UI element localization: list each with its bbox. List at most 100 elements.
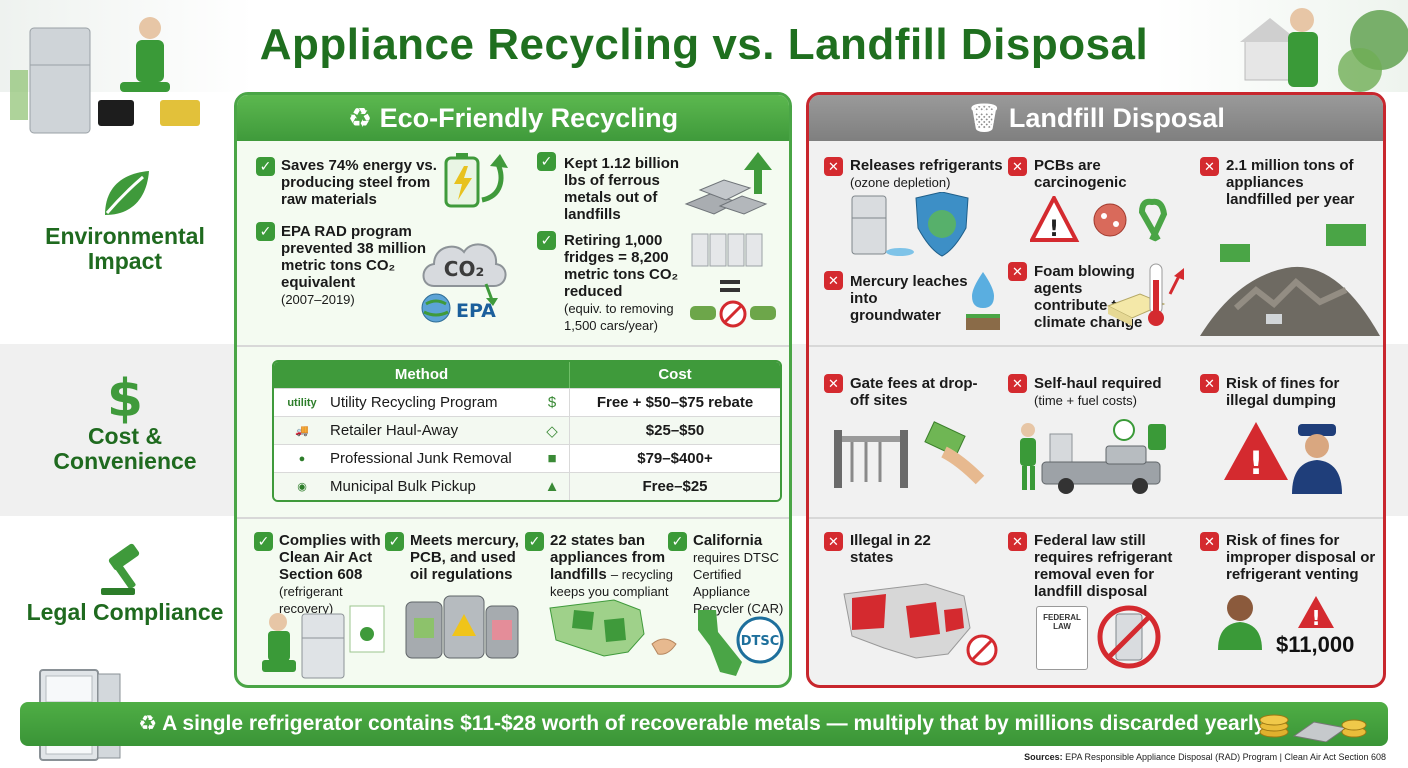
x-icon: ✕: [1008, 374, 1027, 393]
warning-virus-ribbon-icon: !: [1030, 196, 1168, 242]
dollar-icon: $: [107, 369, 143, 426]
battery-energy-icon: [444, 153, 508, 208]
money-bag-icon: $: [547, 394, 557, 411]
method-cost: $79–$400+: [637, 450, 713, 467]
landfill-cost-fact: Gate fees at drop-off sites: [850, 375, 978, 409]
federal-law-document: FEDERAL LAW: [1036, 606, 1088, 670]
sources-text: EPA Responsible Appliance Disposal (RAD)…: [1065, 752, 1386, 762]
no-fridge-icon: [1097, 605, 1161, 669]
technician-fridge-illustration: [10, 17, 200, 134]
recycling-header: ♻ Eco-Friendly Recycling: [237, 95, 789, 141]
cost-table: Method Cost utility Utility Recycling Pr…: [272, 360, 782, 502]
fact-sub: (ozone depletion): [850, 175, 951, 190]
table-row: utility Utility Recycling Program $ Free…: [274, 388, 780, 416]
steel-ingots-icon: [684, 152, 772, 215]
category-cost: Cost & Convenience: [53, 423, 197, 474]
divider: [809, 345, 1383, 347]
footer-text: A single refrigerator contains $11-$28 w…: [162, 712, 1270, 735]
gate-fee-icon: [834, 421, 985, 488]
truck-icon: 🚚: [295, 425, 309, 437]
method-cost: $25–$50: [645, 422, 705, 439]
city-seal-icon: ◉: [297, 481, 307, 493]
table-header: Method Cost: [274, 362, 780, 388]
svg-text:$: $: [107, 369, 143, 426]
method-name: Retailer Haul-Away: [330, 422, 459, 439]
us-map-handshake-icon: [549, 599, 677, 657]
utility-logo-icon: utility: [287, 396, 317, 409]
table-header-method: Method: [274, 362, 570, 388]
svg-text:!: !: [1049, 217, 1059, 242]
landfill-env-fact: Foam blowing agents contribute to climat…: [1034, 263, 1143, 331]
recycling-legal-fact: Meets mercury, PCB, and used oil regulat…: [410, 532, 519, 583]
method-cost: Free + $50–$75 rebate: [596, 394, 754, 411]
fact-main: Retiring 1,000 fridges = 8,200 metric to…: [564, 232, 679, 300]
landfill-cost-fact: Self-haul required (time + fuel costs): [1034, 375, 1184, 409]
recycling-env-fact: Retiring 1,000 fridges = 8,200 metric to…: [564, 232, 686, 334]
fridges-equals-cars-icon: [690, 233, 776, 328]
check-icon: ✓: [256, 157, 275, 176]
epa-label: EPA: [456, 300, 496, 322]
table-header-cost: Cost: [658, 366, 692, 383]
method-name: Professional Junk Removal: [330, 450, 512, 467]
landfill-env-fact: Releases refrigerants (ozone depletion): [850, 157, 1010, 191]
recycling-env-fact: Saves 74% energy vs. producing steel fro…: [281, 157, 437, 208]
warning-police-icon: !: [1224, 422, 1342, 494]
epa-logo-icon: EPA: [421, 293, 496, 323]
landfill-header: 🗑 Landfill Disposal: [809, 95, 1383, 141]
check-icon: ✓: [256, 222, 275, 241]
x-icon: ✕: [1200, 374, 1219, 393]
pile-icon: ▲: [544, 478, 560, 495]
x-icon: ✕: [1008, 157, 1027, 176]
table-row: ◉ Municipal Bulk Pickup ▲ Free–$25: [274, 472, 780, 500]
recycle-icon: ♻: [347, 103, 373, 133]
hazmat-containers-icon: [405, 595, 519, 659]
divider: [237, 517, 789, 519]
leaking-fridge-shield-icon: [851, 192, 969, 257]
price-tag-icon: ◇: [546, 422, 558, 440]
landfill-pile-icon: [1200, 224, 1380, 336]
table-row: ● Professional Junk Removal ■ $79–$400+: [274, 444, 780, 472]
svg-text:!: !: [1311, 606, 1320, 630]
divider: [237, 345, 789, 347]
top-band: [0, 0, 1408, 92]
landfill-legal-fact: Risk of fines for improper disposal or r…: [1226, 532, 1376, 583]
x-icon: ✕: [1200, 532, 1219, 551]
method-name: Utility Recycling Program: [330, 394, 498, 411]
fact-sub: – recycling keeps you compliant: [550, 567, 673, 599]
landfill-env-fact: 2.1 million tons of appliances landfille…: [1226, 157, 1355, 208]
fact-sub: (refrigerant recovery): [279, 584, 343, 616]
table-row: 🚚 Retailer Haul-Away ◇ $25–$50: [274, 416, 780, 444]
recycling-header-label: Eco-Friendly Recycling: [379, 103, 679, 133]
fact-sub: (time + fuel costs): [1034, 393, 1137, 408]
fact-main: Complies with Clean Air Act Section 608: [279, 532, 381, 583]
handcuffed-person-warning-icon: !: [1218, 595, 1334, 650]
recycling-legal-fact: California requires DTSC Certified Appli…: [693, 532, 785, 617]
x-icon: ✕: [1008, 262, 1027, 281]
page-title: Appliance Recycling vs. Landfill Disposa…: [259, 20, 1149, 69]
x-icon: ✕: [1008, 532, 1027, 551]
sources-line: Sources: EPA Responsible Appliance Dispo…: [1024, 752, 1386, 762]
x-icon: ✕: [824, 532, 843, 551]
check-icon: ✓: [254, 532, 273, 551]
trash-icon: 🗑: [967, 103, 1002, 133]
x-icon: ✕: [824, 157, 843, 176]
fact-sub: (2007–2019): [281, 292, 355, 307]
divider: [809, 517, 1383, 519]
method-cost: Free–$25: [642, 478, 708, 495]
x-icon: ✕: [824, 374, 843, 393]
landfill-header-label: Landfill Disposal: [1008, 103, 1225, 133]
recycling-env-fact: Kept 1.12 billion lbs of ferrous metals …: [564, 155, 680, 223]
fact-main: EPA RAD program prevented 38 million met…: [281, 223, 427, 291]
footer-banner: ♻ A single refrigerator contains $11-$28…: [20, 702, 1388, 746]
recycling-legal-fact: 22 states ban appliances from landfills …: [550, 532, 680, 600]
landfill-cost-fact: Risk of fines for illegal dumping: [1226, 375, 1340, 409]
x-icon: ✕: [1200, 157, 1219, 176]
fact-sub: (equiv. to removing 1,500 cars/year): [564, 301, 674, 333]
us-map-red-icon: [843, 583, 998, 666]
category-environmental: Environmental Impact: [45, 223, 205, 274]
fact-main: 22 states ban appliances from landfills: [550, 532, 666, 583]
landfill-env-fact: PCBs are carcinogenic: [1034, 157, 1127, 191]
co2-cloud-icon: CO₂: [422, 243, 507, 306]
foam-thermometer-icon: [1106, 263, 1184, 326]
recycling-legal-fact: Complies with Clean Air Act Section 608 …: [279, 532, 389, 617]
